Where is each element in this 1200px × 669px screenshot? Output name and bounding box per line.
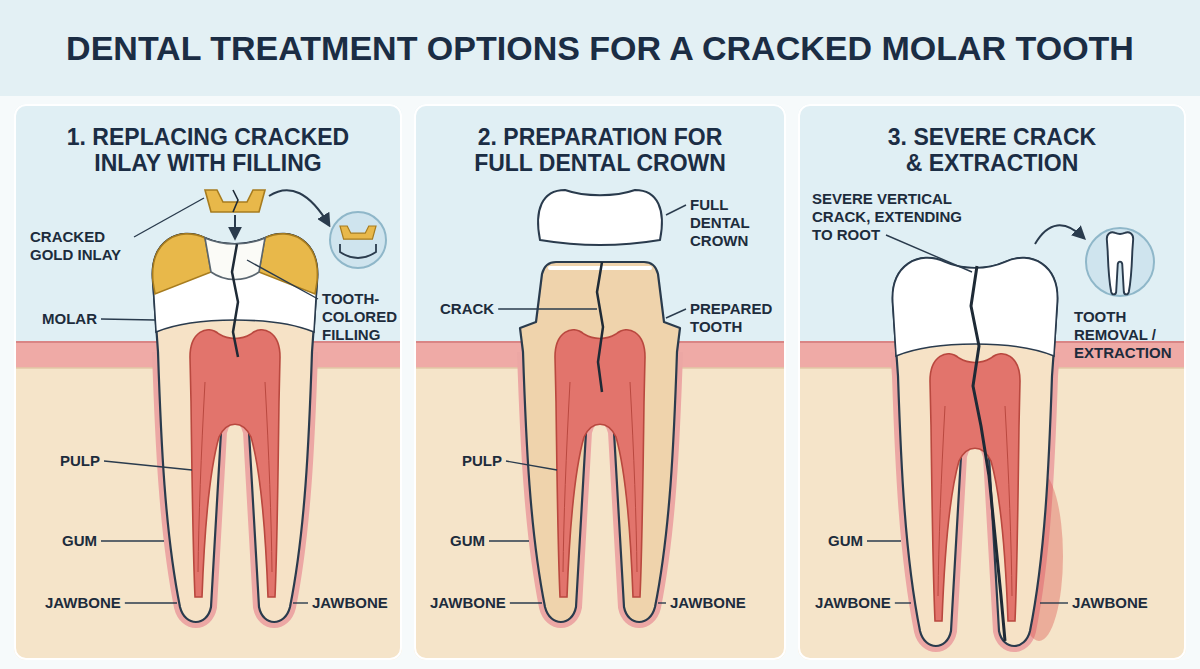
leader-line <box>510 602 542 603</box>
leader-line <box>247 260 318 299</box>
part-label: JAWBONE <box>45 594 121 612</box>
part-label: FULL DENTAL CROWN <box>690 196 762 250</box>
leader-line <box>489 540 529 541</box>
arrow <box>234 215 236 238</box>
diagram-title: DENTAL TREATMENT OPTIONS FOR A CRACKED M… <box>0 0 1200 96</box>
inset-circle <box>1086 228 1154 296</box>
part-label: CRACK <box>440 300 494 318</box>
treatment-panel: 1. REPLACING CRACKED INLAY WITH FILLING <box>14 104 402 660</box>
part-label: TOOTH-COLORED FILLING <box>322 290 402 344</box>
leader-line <box>101 319 155 320</box>
crack-line <box>597 262 603 392</box>
tooth-illustration <box>520 190 680 622</box>
part-label: PULP <box>462 452 502 470</box>
leader-line <box>867 540 901 541</box>
part-label: MOLAR <box>42 310 97 328</box>
nerve <box>198 382 272 572</box>
leader-line <box>101 540 164 541</box>
part-label: JAWBONE <box>430 594 506 612</box>
crack-line <box>233 190 238 212</box>
part-label: GUM <box>62 532 97 550</box>
inset-inlay <box>340 226 376 239</box>
leader-line <box>104 461 192 470</box>
nerve <box>938 406 1012 596</box>
part-label: GUM <box>828 532 863 550</box>
panel-ground <box>414 104 786 660</box>
tooth-body <box>520 262 680 622</box>
panel-ground <box>14 104 402 660</box>
leader-line <box>125 602 177 603</box>
panel-heading: 3. SEVERE CRACK & EXTRACTION <box>882 124 1102 177</box>
part-label: JAWBONE <box>670 594 746 612</box>
part-label: GUM <box>450 532 485 550</box>
leader-line <box>666 205 686 215</box>
leader-line <box>1040 602 1068 603</box>
extracted-tooth <box>1107 232 1133 294</box>
crack-line <box>971 266 1005 641</box>
leader-line <box>506 461 557 470</box>
leader-line <box>658 602 666 603</box>
nerve <box>563 382 637 572</box>
cracked-gold-inlay <box>205 190 265 212</box>
leader-line <box>895 602 911 603</box>
leader-line <box>666 309 686 318</box>
leader-line <box>293 602 308 603</box>
gum-tissue <box>893 352 1058 646</box>
title-band <box>0 0 1200 96</box>
gold-inlay-remnant <box>153 234 211 294</box>
tooth-body <box>893 258 1058 646</box>
part-label: JAWBONE <box>815 594 891 612</box>
part-label: JAWBONE <box>312 594 388 612</box>
pulp <box>190 330 280 597</box>
tooth-body <box>153 234 318 622</box>
gum-tissue <box>520 352 680 622</box>
part-label: SEVERE VERTICAL CRACK, EXTENDING TO ROOT <box>812 190 977 244</box>
inlay-shape <box>340 226 376 239</box>
leader-lines <box>101 198 1068 603</box>
treatment-panel: 3. SEVERE CRACK & EXTRACTION <box>798 104 1186 660</box>
dental-crown <box>538 190 662 245</box>
panel-ground <box>798 104 1186 660</box>
inset-circle <box>330 212 386 268</box>
part-label: PULP <box>60 452 100 470</box>
leader-line <box>134 198 204 237</box>
arrow <box>269 190 329 225</box>
panel-heading: 1. REPLACING CRACKED INLAY WITH FILLING <box>48 124 368 177</box>
part-label: TOOTH REMOVAL / EXTRACTION <box>1074 308 1178 362</box>
cavity-outline <box>340 244 376 258</box>
inlay-shape <box>205 190 265 212</box>
gold-inlay-remnant <box>259 234 317 294</box>
leader-line <box>886 235 972 272</box>
tooth-illustration <box>893 225 1154 646</box>
part-label: JAWBONE <box>1072 594 1148 612</box>
treatment-panel: 2. PREPARATION FOR FULL DENTAL CROWN <box>414 104 786 660</box>
crack-line <box>232 244 238 357</box>
leader-line <box>498 308 597 309</box>
part-label: PREPARED TOOTH <box>690 300 782 336</box>
tooth-illustration <box>153 190 386 622</box>
arrow <box>1035 225 1084 244</box>
part-label: CRACKED GOLD INLAY <box>30 228 130 264</box>
panel-heading: 2. PREPARATION FOR FULL DENTAL CROWN <box>460 124 740 177</box>
gum-tissue <box>153 352 318 622</box>
